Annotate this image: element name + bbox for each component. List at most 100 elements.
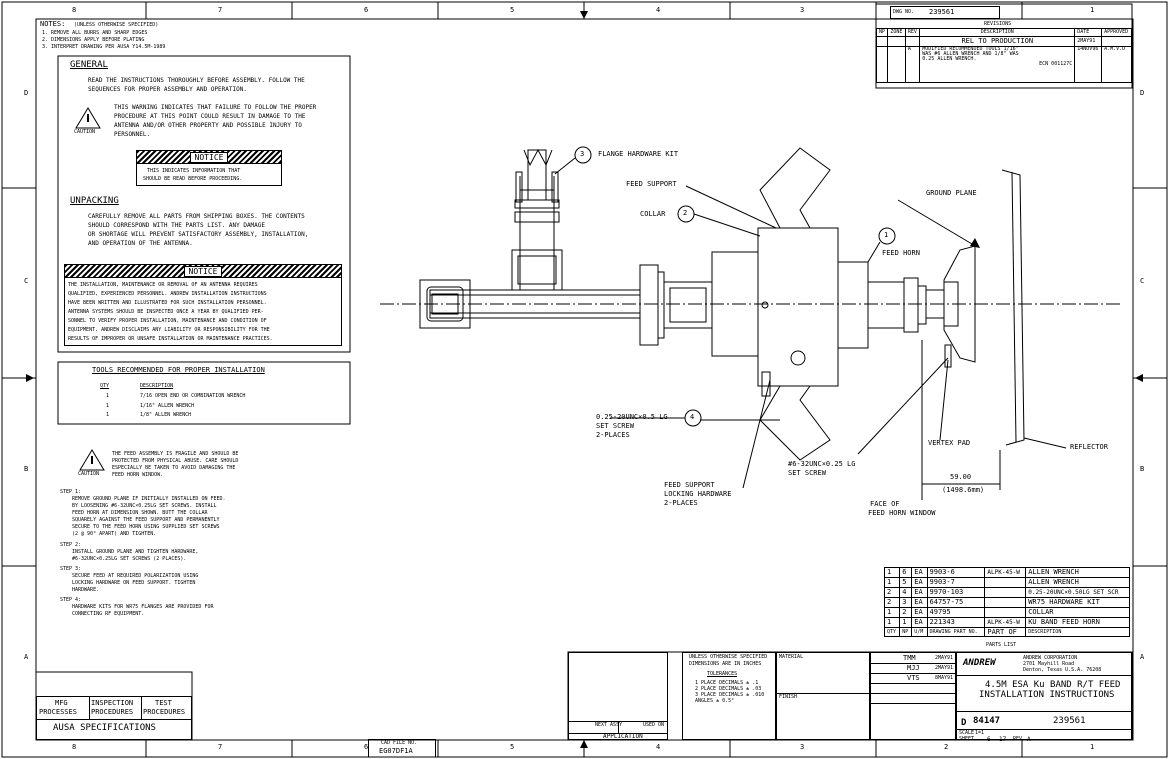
step-4-line-2: CONNECTING RF EQUIPMENT. <box>72 611 145 617</box>
part-row-np: 2 <box>899 607 913 618</box>
tol-2: 2 PLACE DECIMALS ± .03 <box>695 686 762 692</box>
rev-col-zone: ZONE <box>887 28 906 37</box>
callout-2: 2 <box>683 209 688 217</box>
fscm-no: 84147 <box>973 716 1001 726</box>
rev-row2-date: 14NOV96 <box>1074 46 1103 83</box>
part-row-qty: 2 <box>883 597 901 608</box>
rev-row1-date: 2MAY91 <box>1074 36 1103 47</box>
step-1-line-5: SECURE TO THE FEED HORN USING SUPPLIED S… <box>72 524 220 530</box>
label-lock-3: 2-PLACES <box>664 499 698 507</box>
step-3-line-2: LOCKING HARDWARE ON FEED SUPPORT. TIGHTE… <box>72 580 196 586</box>
dwg-no: 239561 <box>1053 716 1086 726</box>
label-screw-1: 0.25-20UNC×0.5 LG <box>596 413 668 421</box>
part-row-um: EA <box>911 617 928 628</box>
parts-head-qty: QTY <box>883 627 901 637</box>
rev-col-date: DATE <box>1074 28 1103 37</box>
zone-top-4: 4 <box>656 6 661 14</box>
step-4-line-1: HARDWARE KITS FOR WR75 FLANGES ARE PROVI… <box>72 604 214 610</box>
rev-value: A <box>1027 736 1031 743</box>
label-collar: COLLAR <box>640 210 666 218</box>
note-1: 1. REMOVE ALL BURRS AND SHARP EDGES <box>42 30 148 36</box>
zone-top-8: 8 <box>72 6 77 14</box>
next-assy-label: NEXT ASSY <box>595 722 623 728</box>
part-row-um: EA <box>911 597 928 608</box>
callout-3: 3 <box>580 150 585 158</box>
cad-file-tag: CAD FILE NO. EG07DF1A <box>368 739 436 757</box>
general-line-2: SEQUENCES FOR PROPER ASSEMBLY AND OPERAT… <box>88 86 247 93</box>
label-feed-support: FEED SUPPORT <box>626 180 677 188</box>
mfg-label: MFG <box>55 699 68 707</box>
zone-side-c: C <box>24 277 29 285</box>
procedures-label-1: PROCEDURES <box>91 708 134 716</box>
sheet-label: SHEET <box>959 736 975 742</box>
checked-date: 2MAY91 <box>935 665 954 671</box>
part-row-no: 49795 <box>926 607 986 618</box>
fragile-line-3: ESPECIALLY BE TAKEN TO AVOID DAMAGING TH… <box>112 465 236 471</box>
sheet-number: 6 <box>987 736 991 743</box>
unpacking-heading: UNPACKING <box>70 196 119 206</box>
test-label: TEST <box>155 699 172 707</box>
zone-bottom-4: 4 <box>656 743 661 751</box>
parts-head-np: NP <box>899 627 913 637</box>
tools-qty-2: 1 <box>106 403 110 409</box>
part-row-desc: COLLAR <box>1025 607 1130 618</box>
step-2-line-1: INSTALL GROUND PLANE AND TIGHTEN HARDWAR… <box>72 549 199 555</box>
part-row-um: EA <box>911 577 928 588</box>
part-row-of <box>984 577 1027 588</box>
cad-file-number: EG07DF1A <box>379 747 413 755</box>
callout-1: 1 <box>884 231 889 239</box>
step-2-line-2: #6-32UNC×0.25LG SET SCREWS (2 PLACES). <box>72 556 187 562</box>
notice2-line-7: RESULTS OF IMPROPER OR UNSAFE INSTALLATI… <box>68 336 273 342</box>
part-row-of: ALPK-45-W <box>984 567 1027 578</box>
label-face-1: FACE OF <box>870 500 900 508</box>
processes-label: PROCESSES <box>39 708 77 716</box>
checked-by: MJJ <box>907 664 920 672</box>
zone-bottom-2: 2 <box>944 743 949 751</box>
cad-file-label: CAD FILE NO. <box>381 740 418 746</box>
part-row-desc: KU BAND FEED HORN <box>1025 617 1130 628</box>
unpacking-line-3: OR SHORTAGE WILL PREVENT SATISFACTORY AS… <box>88 231 309 238</box>
parts-head-of: PART OF <box>984 627 1027 637</box>
step-1-line-2: BY LOOSENING #6-32UNC×0.25LG SET SCREWS.… <box>72 503 217 509</box>
specs-block: MFG PROCESSES INSPECTION PROCEDURES TEST… <box>36 696 192 740</box>
tools-title: TOOLS RECOMMENDED FOR PROPER INSTALLATIO… <box>92 366 265 374</box>
part-row-qty: 1 <box>883 567 901 578</box>
part-row-qty: 2 <box>883 587 901 598</box>
zone-top-5: 5 <box>510 6 515 14</box>
part-row-qty: 1 <box>883 607 901 618</box>
notice2-line-1: THE INSTALLATION, MAINTENANCE OR REMOVAL… <box>68 282 258 288</box>
notice2-line-3: HAVE BEEN WRITTEN AND ILLUSTRATED FOR SU… <box>68 300 267 306</box>
label-feed-horn: FEED HORN <box>882 249 920 257</box>
notice2-line-2: QUALIFIED, EXPERIENCED PERSONNEL. ANDREW… <box>68 291 267 297</box>
part-row-desc: 0.25-20UNC×0.50LG SET SCR <box>1025 587 1130 598</box>
step-3-title: STEP 3: <box>60 566 82 572</box>
label-lock-1: FEED SUPPORT <box>664 481 715 489</box>
parts-head-desc: DESCRIPTION <box>1025 627 1130 637</box>
scale-value: 1=1 <box>975 730 985 736</box>
part-row-desc: ALLEN WRENCH <box>1025 567 1130 578</box>
scale-label: SCALE <box>959 730 975 736</box>
notes-title: NOTES: <box>40 20 66 28</box>
rev-row2-desc-2: WAS #6 ALLEN WRENCH AND 1/8" WAS <box>922 51 1019 57</box>
label-screw-2: SET SCREW <box>596 422 634 430</box>
part-row-of <box>984 607 1027 618</box>
label-setscrew-1: #6-32UNC×0.25 LG <box>788 460 856 468</box>
rev-row2-rev: A <box>904 46 921 83</box>
inspection-label: INSPECTION <box>91 699 134 707</box>
label-screw-3: 2-PLACES <box>596 431 630 439</box>
step-4-title: STEP 4: <box>60 597 82 603</box>
rev-col-np: NP <box>875 28 889 37</box>
zone-bottom-6: 6 <box>364 743 369 751</box>
notice-box-large: NOTICE THE INSTALLATION, MAINTENANCE OR … <box>64 264 342 346</box>
callout-4: 4 <box>690 413 695 421</box>
rev-col-desc: DESCRIPTION <box>919 28 1076 37</box>
tools-desc-3: 1/8" ALLEN WRENCH <box>140 412 192 418</box>
step-1-line-4: SQUARELY AGAINST THE FEED SUPPORT AND PE… <box>72 517 220 523</box>
dimension-metric: (1498.6mm) <box>942 486 985 494</box>
part-row-um: EA <box>911 587 928 598</box>
sheet-of: 17 <box>999 736 1007 743</box>
step-1-title: STEP 1: <box>60 489 82 495</box>
andrew-logo: ANDREW <box>963 658 996 668</box>
zone-top-6: 6 <box>364 6 369 14</box>
